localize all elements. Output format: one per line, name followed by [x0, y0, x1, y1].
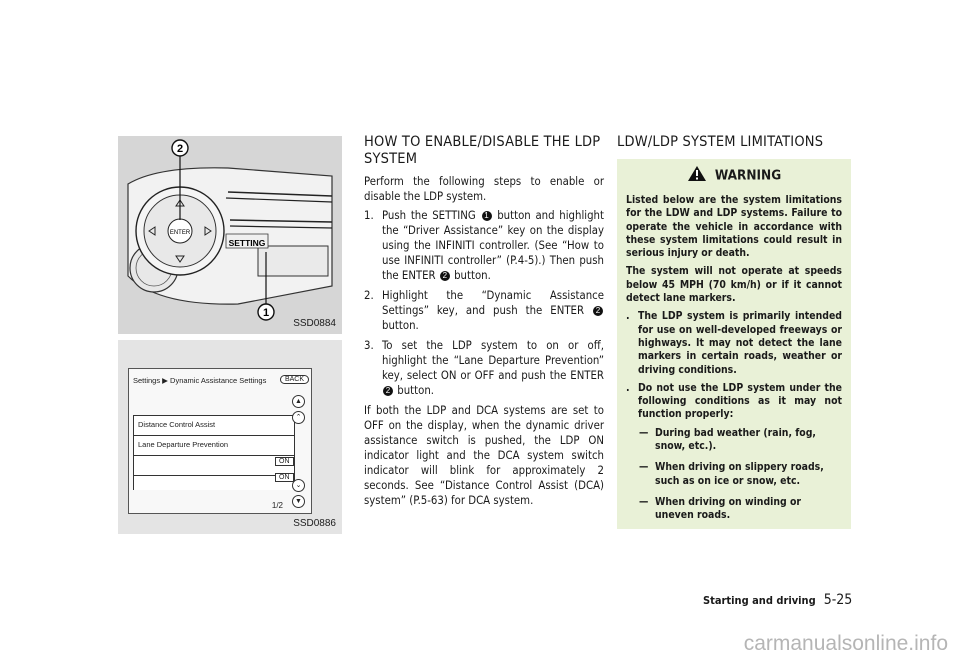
- enter-label: ENTER: [170, 230, 191, 236]
- section-enable-disable: HOW TO ENABLE/DISABLE THE LDP SYSTEM Per…: [364, 134, 604, 508]
- row-label: Distance Control Assist: [138, 420, 216, 429]
- footer-section: Starting and driving: [703, 594, 816, 607]
- section-heading: LDW/LDP SYSTEM LIMITATIONS: [617, 134, 824, 150]
- warning-paragraph: Listed below are the system limitations …: [626, 194, 842, 260]
- warning-box: WARNING Listed below are the system limi…: [617, 159, 851, 529]
- callout-badge: 2: [439, 271, 450, 281]
- section-limitations: LDW/LDP SYSTEM LIMITATIONS WARNING Liste…: [617, 134, 851, 529]
- figure-caption: SSD0884: [293, 318, 336, 329]
- list-item: — During bad weather (rain, fog, snow, e…: [639, 426, 816, 453]
- setting-key-label: SETTING: [229, 238, 266, 248]
- scroll-down-icon: ▼: [292, 495, 305, 508]
- breadcrumb: Settings ▶ Dynamic Assistance Settings: [133, 376, 267, 385]
- page-footer: Starting and driving 5-25: [703, 592, 852, 608]
- chevron-down-icon: ⌄: [292, 479, 305, 492]
- list-item: 1. Push the SETTING 1 button and highlig…: [364, 209, 604, 282]
- list-item: 2. Highlight the “Dynamic Assistance Set…: [364, 289, 604, 332]
- list-item: . The LDP system is primarily intended f…: [626, 310, 842, 376]
- figure-caption: SSD0886: [293, 518, 336, 529]
- callout-2: 2: [177, 143, 183, 155]
- list-item: . Do not use the LDP system under the fo…: [626, 381, 842, 421]
- on-toggle-1: ON: [275, 457, 294, 466]
- chevron-up-icon: ⌃: [292, 411, 305, 424]
- controller-illustration: ENTER SETTING 2 1: [118, 136, 342, 334]
- list-item: Lane Departure Prevention: [133, 435, 295, 456]
- scroll-up-icon: ▲: [292, 395, 305, 408]
- outro-paragraph: If both the LDP and DCA systems are set …: [364, 404, 604, 507]
- row-label: Lane Departure Prevention: [138, 440, 229, 449]
- watermark: carmanualsonline.info: [743, 632, 948, 655]
- list-item: — When driving on slippery roads, such a…: [639, 461, 824, 487]
- warning-paragraph: The system will not operate at speeds be…: [626, 265, 842, 305]
- settings-screen: Settings ▶ Dynamic Assistance Settings B…: [128, 368, 312, 514]
- list-item: Distance Control Assist: [133, 415, 295, 436]
- page-indicator: 1/2: [271, 501, 283, 510]
- back-button: BACK: [279, 375, 309, 384]
- list-item: 3. To set the LDP system to on or off, h…: [364, 339, 604, 397]
- figure-controller: ENTER SETTING 2 1 SSD0884: [118, 136, 342, 334]
- list-item: — When driving on winding or uneven road…: [639, 495, 801, 522]
- callout-badge: 1: [481, 211, 492, 221]
- warning-title: WARNING: [714, 167, 782, 184]
- warning-icon: [687, 165, 707, 186]
- callout-badge: 2: [383, 386, 393, 396]
- intro-paragraph: Perform the following steps to enable or…: [364, 175, 604, 203]
- page-number: 5-25: [823, 592, 853, 608]
- list-item: [133, 455, 295, 476]
- callout-1: 1: [263, 307, 269, 319]
- callout-badge: 2: [593, 306, 604, 316]
- warning-header: WARNING: [626, 165, 842, 186]
- section-heading: HOW TO ENABLE/DISABLE THE LDP SYSTEM: [364, 134, 601, 167]
- list-item: [133, 475, 295, 490]
- steps-list: 1. Push the SETTING 1 button and highlig…: [364, 208, 604, 398]
- on-toggle-2: ON: [275, 473, 294, 482]
- figure-screen: Settings ▶ Dynamic Assistance Settings B…: [118, 340, 342, 534]
